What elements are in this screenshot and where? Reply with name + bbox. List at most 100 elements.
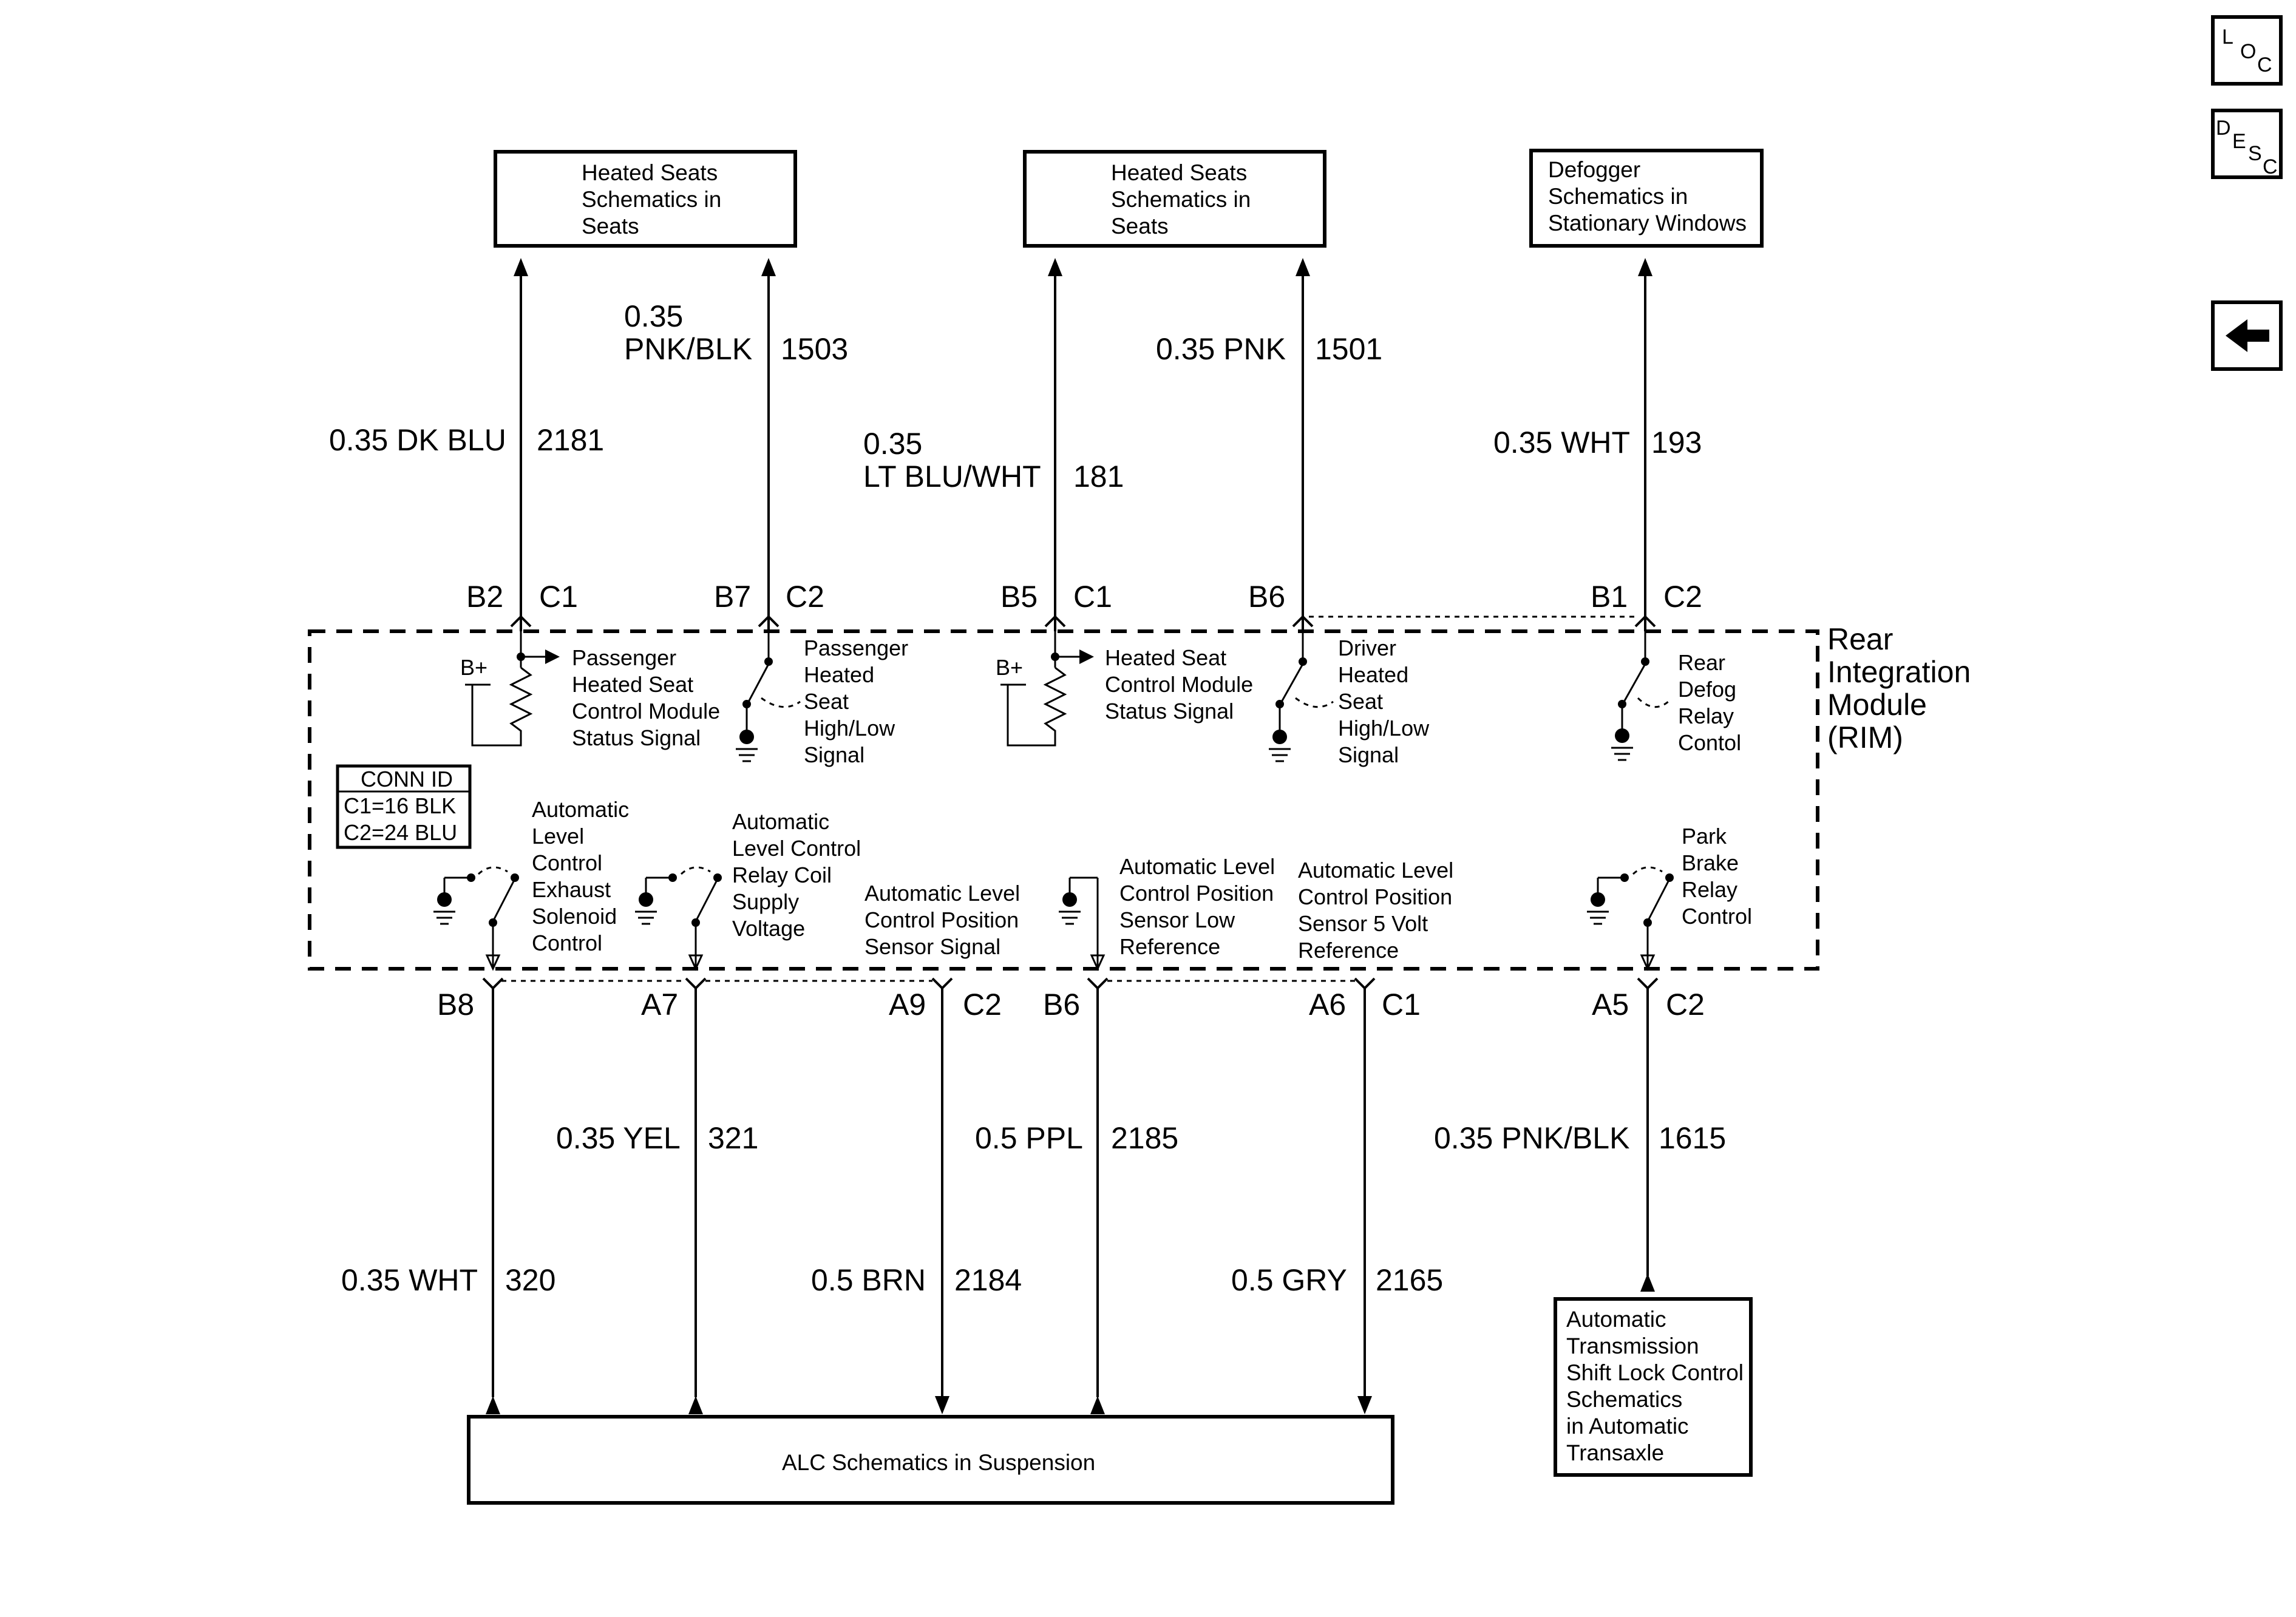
connector-label: C1 bbox=[1073, 580, 1112, 614]
defogger-box: Defogger Schematics in Stationary Window… bbox=[1529, 149, 1764, 248]
pin-label: B6 bbox=[1248, 580, 1285, 614]
heated-seats-box-1: Heated Seats Schematics in Seats bbox=[494, 150, 797, 248]
box-line: Schematics bbox=[1566, 1387, 1682, 1412]
box-line: Stationary Windows bbox=[1548, 211, 1747, 236]
loc-button[interactable]: L O C bbox=[2211, 15, 2283, 86]
position-sensor-signal-label: Automatic Level Control Position Sensor … bbox=[864, 881, 1020, 959]
circuit-label-line: Control Position bbox=[864, 907, 1019, 932]
connector-label: C2 bbox=[786, 580, 824, 614]
connector-label: C2 bbox=[1663, 580, 1702, 614]
conn-id-row: C2=24 BLU bbox=[344, 820, 457, 845]
circuit-label-line: Relay bbox=[1678, 703, 1734, 728]
exhaust-solenoid-switch bbox=[433, 866, 519, 969]
circuit-label-line: Signal bbox=[1338, 742, 1399, 767]
circuit-number: 2181 bbox=[537, 423, 604, 457]
passenger-high-low-label: Passenger Heated Seat High/Low Signal bbox=[804, 636, 908, 767]
sensor-low-reference-ground bbox=[1059, 876, 1099, 969]
circuit-number: 1503 bbox=[781, 332, 848, 366]
circuit-label-line: Voltage bbox=[732, 916, 805, 941]
conn-id-box: CONN ID C1=16 BLK C2=24 BLU bbox=[336, 764, 472, 849]
circuit-label-line: Defog bbox=[1678, 677, 1736, 702]
circuit-label-line: Signal bbox=[804, 742, 864, 767]
connector-label: C2 bbox=[963, 988, 1002, 1022]
pin-label: B2 bbox=[466, 580, 503, 614]
pin-label: B8 bbox=[437, 988, 474, 1022]
box-line: Transaxle bbox=[1566, 1440, 1664, 1465]
module-label-line: Integration bbox=[1827, 655, 1971, 689]
circuit-label-line: Contol bbox=[1678, 730, 1741, 755]
box-line: Seats bbox=[582, 214, 639, 239]
rear-defog-relay-switch bbox=[1611, 631, 1669, 761]
wire-label: PNK/BLK bbox=[624, 332, 752, 366]
driver-high-low-switch bbox=[1269, 631, 1334, 762]
wire-label: 0.35 YEL bbox=[556, 1121, 681, 1155]
wire-2184: 0.5 BRN 2184 bbox=[811, 988, 1022, 1414]
circuit-label-line: Reference bbox=[1119, 934, 1220, 959]
desc-letter-4: C bbox=[2263, 155, 2278, 178]
circuit-label-line: Sensor 5 Volt bbox=[1298, 911, 1428, 936]
park-brake-relay-label: Park Brake Relay Control bbox=[1682, 824, 1752, 929]
connector-chevrons-top bbox=[510, 615, 1656, 628]
box-line: Automatic bbox=[1566, 1307, 1666, 1332]
loc-letter-1: L bbox=[2222, 25, 2233, 49]
sensor-low-reference-label: Automatic Level Control Position Sensor … bbox=[1119, 854, 1275, 959]
connector-chevrons-bottom bbox=[482, 954, 1659, 990]
b-plus-label: B+ bbox=[996, 655, 1023, 680]
pin-label: B1 bbox=[1591, 580, 1628, 614]
wire-320: 0.35 WHT 320 bbox=[341, 988, 555, 1414]
rim-module-boundary bbox=[308, 629, 1819, 971]
heated-seat-status-label: Heated Seat Control Module Status Signal bbox=[1105, 645, 1253, 724]
circuit-number: 2165 bbox=[1376, 1263, 1443, 1297]
circuit-label-line: Solenoid bbox=[532, 904, 617, 929]
sensor-5v-reference-label: Automatic Level Control Position Sensor … bbox=[1298, 858, 1453, 963]
circuit-label-line: Brake bbox=[1682, 850, 1739, 875]
circuit-label-line: Control Position bbox=[1298, 884, 1452, 909]
conn-id-row: C1=16 BLK bbox=[344, 793, 456, 818]
circuit-number: 181 bbox=[1073, 459, 1124, 493]
circuit-label-line: Driver bbox=[1338, 636, 1396, 660]
circuit-number: 1615 bbox=[1659, 1121, 1726, 1155]
circuit-label-line: Control Position bbox=[1119, 881, 1274, 906]
wire-label: LT BLU/WHT bbox=[863, 459, 1041, 493]
wire-181: 0.35 LT BLU/WHT 181 bbox=[863, 258, 1124, 631]
circuit-label-line: Heated bbox=[1338, 662, 1408, 687]
circuit-label-line: Control bbox=[532, 850, 602, 875]
circuit-label-line: Seat bbox=[804, 689, 849, 714]
pin-label: B5 bbox=[1000, 580, 1038, 614]
connector-label: C2 bbox=[1666, 988, 1705, 1022]
wire-2185: 0.5 PPL 2185 bbox=[975, 988, 1178, 1414]
circuit-label-line: Control Module bbox=[572, 699, 720, 724]
circuit-label-line: Automatic Level bbox=[1119, 854, 1275, 879]
wire-193: 0.35 WHT 193 bbox=[1493, 258, 1702, 631]
park-brake-relay-switch bbox=[1587, 866, 1674, 969]
back-button[interactable] bbox=[2211, 300, 2283, 371]
passenger-status-label: Passenger Heated Seat Control Module Sta… bbox=[572, 645, 720, 750]
wire-label: 0.5 BRN bbox=[811, 1263, 926, 1297]
loc-letter-3: C bbox=[2257, 53, 2272, 76]
circuit-label-line: Status Signal bbox=[572, 725, 701, 750]
pin-label: B7 bbox=[714, 580, 751, 614]
circuit-label-line: Status Signal bbox=[1105, 699, 1234, 724]
circuit-label-line: Control bbox=[1682, 904, 1752, 929]
circuit-number: 2185 bbox=[1111, 1121, 1178, 1155]
circuit-label-line: Seat bbox=[1338, 689, 1383, 714]
circuit-label-line: Level Control bbox=[732, 836, 861, 861]
circuit-label-line: Relay Coil bbox=[732, 863, 832, 887]
relay-coil-supply-switch bbox=[635, 866, 722, 969]
pin-label: A5 bbox=[1592, 988, 1629, 1022]
wire-label: 0.35 DK BLU bbox=[329, 423, 506, 457]
module-label-line: Module bbox=[1827, 688, 1927, 722]
desc-button[interactable]: D E S C bbox=[2211, 109, 2283, 179]
driver-high-low-label: Driver Heated Seat High/Low Signal bbox=[1338, 636, 1430, 767]
box-line: Defogger bbox=[1548, 157, 1640, 182]
pin-label: A7 bbox=[641, 988, 678, 1022]
circuit-label-line: Sensor Signal bbox=[864, 934, 1000, 959]
circuit-label-line: Automatic bbox=[732, 809, 829, 834]
exhaust-solenoid-label: Automatic Level Control Exhaust Solenoid… bbox=[532, 797, 629, 955]
circuit-number: 320 bbox=[505, 1263, 555, 1297]
circuit-label-line: Supply bbox=[732, 889, 799, 914]
module-label-line: (RIM) bbox=[1827, 720, 1903, 754]
wire-2181: 0.35 DK BLU 2181 bbox=[329, 258, 604, 631]
pin-label: B6 bbox=[1043, 988, 1080, 1022]
wire-label: 0.35 bbox=[863, 427, 922, 461]
